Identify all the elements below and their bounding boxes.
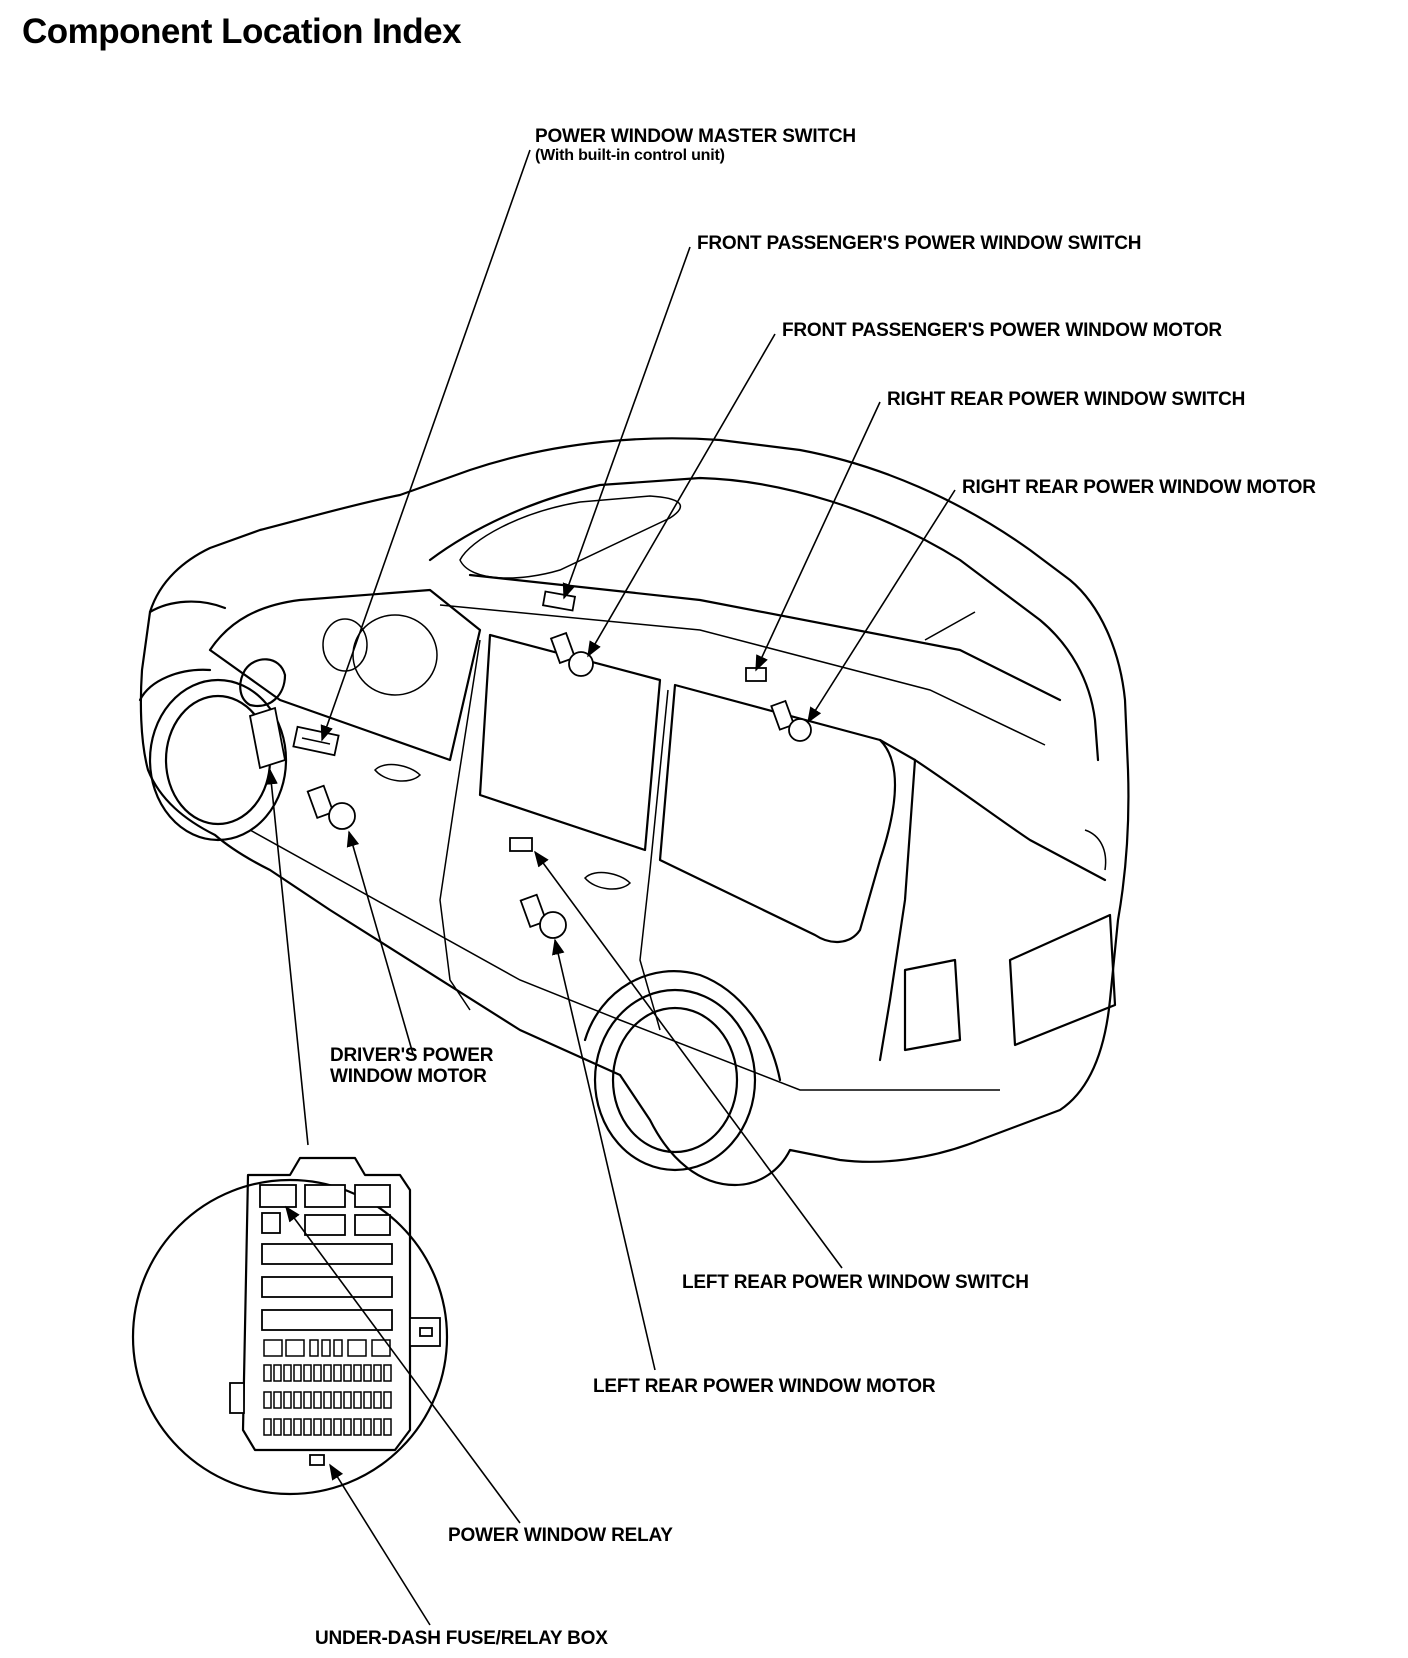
label-left-rear-motor: LEFT REAR POWER WINDOW MOTOR bbox=[593, 1376, 936, 1397]
fuse-slot bbox=[293, 1364, 302, 1382]
fuse-slot bbox=[383, 1364, 392, 1382]
label-front-passenger-motor: FRONT PASSENGER'S POWER WINDOW MOTOR bbox=[782, 320, 1222, 341]
fuse-slot bbox=[313, 1364, 322, 1382]
fuse-slot bbox=[333, 1418, 342, 1436]
fuse-slot bbox=[323, 1364, 332, 1382]
component-under-dash-fuse-box bbox=[248, 706, 287, 770]
label-under-dash-fuse-box: UNDER-DASH FUSE/RELAY BOX bbox=[315, 1628, 608, 1649]
component-left-rear-motor bbox=[519, 893, 567, 939]
vehicle-outline bbox=[138, 437, 1130, 1187]
component-left-rear-switch bbox=[509, 837, 533, 852]
fuse-slot bbox=[353, 1364, 362, 1382]
fuse-slot bbox=[363, 1391, 372, 1409]
fuse-slot bbox=[273, 1364, 282, 1382]
fuse-slot bbox=[263, 1364, 272, 1382]
label-master-switch: POWER WINDOW MASTER SWITCH (With built-i… bbox=[535, 126, 856, 165]
fuse-slot bbox=[303, 1364, 312, 1382]
label-front-passenger-switch: FRONT PASSENGER'S POWER WINDOW SWITCH bbox=[697, 233, 1142, 254]
fuse-slot bbox=[353, 1418, 362, 1436]
component-driver-motor bbox=[306, 784, 356, 830]
label-power-window-relay: POWER WINDOW RELAY bbox=[448, 1525, 673, 1546]
label-master-switch-text: POWER WINDOW MASTER SWITCH bbox=[535, 126, 856, 147]
label-left-rear-switch: LEFT REAR POWER WINDOW SWITCH bbox=[682, 1272, 1029, 1293]
fuse-slot bbox=[313, 1418, 322, 1436]
fuse-slot bbox=[363, 1418, 372, 1436]
fuse-slot bbox=[283, 1418, 292, 1436]
fuse-slot bbox=[333, 1391, 342, 1409]
label-right-rear-motor: RIGHT REAR POWER WINDOW MOTOR bbox=[962, 477, 1316, 498]
fuse-slot bbox=[323, 1391, 332, 1409]
fuse-box-inset bbox=[131, 1156, 449, 1496]
fuse-slot bbox=[383, 1418, 392, 1436]
page-title: Component Location Index bbox=[22, 12, 462, 51]
label-driver-motor-line2: WINDOW MOTOR bbox=[330, 1066, 487, 1087]
component-front-passenger-motor bbox=[549, 631, 594, 677]
fuse-slot bbox=[333, 1364, 342, 1382]
component-front-passenger-switch bbox=[541, 590, 577, 612]
fuse-slot bbox=[283, 1391, 292, 1409]
fuse-slot bbox=[383, 1391, 392, 1409]
fuse-slot bbox=[343, 1391, 352, 1409]
fuse-slot bbox=[313, 1391, 322, 1409]
fuse-slot bbox=[303, 1418, 312, 1436]
label-right-rear-switch: RIGHT REAR POWER WINDOW SWITCH bbox=[887, 389, 1246, 410]
fuse-slot bbox=[293, 1391, 302, 1409]
fuse-slot bbox=[273, 1418, 282, 1436]
component-master-switch bbox=[292, 725, 340, 757]
leader-lines bbox=[265, 149, 956, 1626]
fuse-slot bbox=[263, 1391, 272, 1409]
fuse-slot bbox=[283, 1364, 292, 1382]
fuse-slot bbox=[343, 1364, 352, 1382]
fuse-slot bbox=[373, 1418, 382, 1436]
label-master-switch-note: (With built-in control unit) bbox=[535, 147, 725, 164]
fuse-slot bbox=[373, 1364, 382, 1382]
fuse-slot bbox=[343, 1418, 352, 1436]
fuse-slot bbox=[323, 1418, 332, 1436]
fuse-slot bbox=[293, 1418, 302, 1436]
component-right-rear-motor bbox=[770, 699, 812, 742]
fuse-slot bbox=[373, 1391, 382, 1409]
fuse-slot bbox=[353, 1391, 362, 1409]
fuse-slot bbox=[363, 1364, 372, 1382]
fuse-slot bbox=[273, 1391, 282, 1409]
fuse-slot bbox=[263, 1418, 272, 1436]
label-driver-motor-line1: DRIVER'S POWER bbox=[330, 1045, 494, 1066]
label-driver-motor: DRIVER'S POWER WINDOW MOTOR bbox=[330, 1045, 493, 1087]
fuse-slot bbox=[303, 1391, 312, 1409]
